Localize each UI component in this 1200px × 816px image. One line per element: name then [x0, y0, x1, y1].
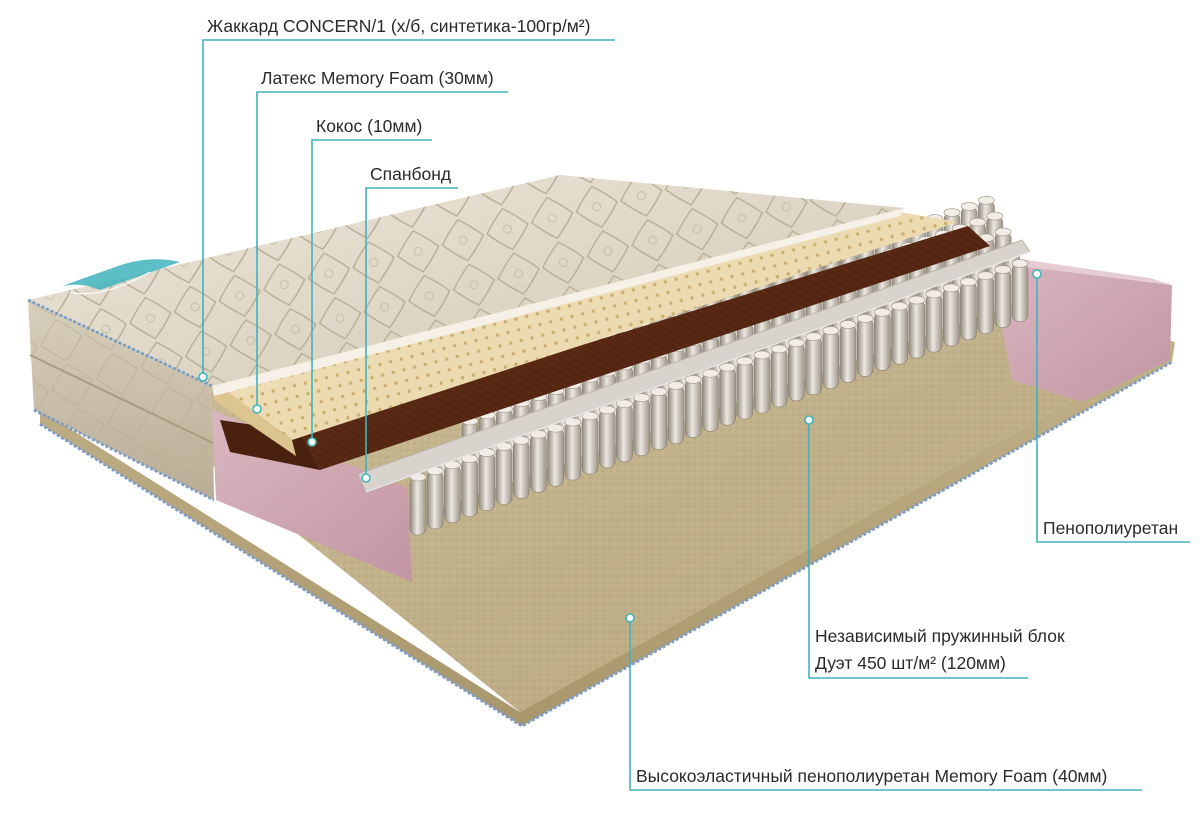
callout-leaders [198, 39, 1190, 791]
label-coconut: Кокос (10мм) [316, 116, 423, 136]
spunbond-layer [357, 239, 1031, 493]
latex-layer [212, 212, 958, 456]
label-spunbond: Спанбонд [370, 164, 452, 184]
ppu-frame [212, 256, 1172, 582]
label-latex: Латекс Memory Foam (30мм) [261, 68, 494, 88]
label-hr-foam: Высокоэластичный пенополиуретан Memory F… [636, 766, 1108, 786]
label-jacquard: Жаккард CONCERN/1 (х/б, синтетика-100гр/… [207, 16, 591, 36]
jacquard-cover [27, 175, 905, 502]
label-spring-line2: Дуэт 450 шт/м² (120мм) [815, 653, 1006, 673]
label-spring-line1: Независимый пружинный блок [815, 626, 1065, 646]
label-ppu: Пенополиуретан [1043, 518, 1179, 538]
